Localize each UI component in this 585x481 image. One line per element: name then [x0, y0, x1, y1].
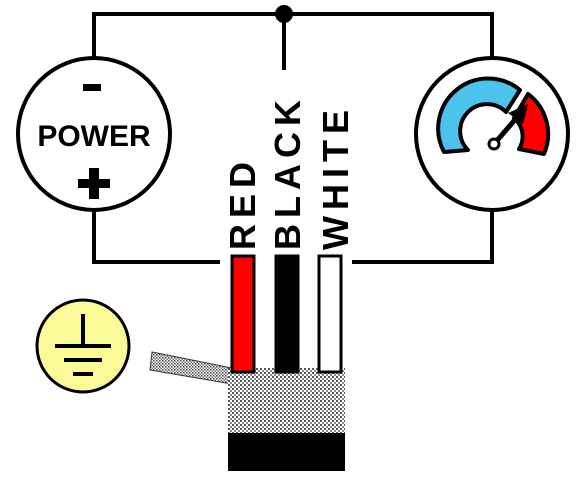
top-loop-wire	[92, 12, 494, 72]
ground-symbol	[35, 298, 131, 394]
gauge	[414, 56, 570, 212]
white-wire	[317, 254, 343, 374]
gauge-blue-arc	[436, 76, 522, 154]
ground-symbol-icon	[55, 314, 111, 376]
cable-jacket	[228, 433, 345, 471]
white-to-gauge-wire	[352, 206, 494, 264]
white-wire-label: WHITE	[315, 104, 356, 250]
gauge-icon	[436, 76, 551, 156]
junction-dot	[275, 5, 293, 23]
power-source-circle	[16, 56, 172, 212]
cable-shield-braid	[228, 368, 345, 433]
red-wire	[230, 254, 256, 374]
black-wire-label: BLACK	[267, 94, 308, 250]
gauge-needle	[492, 112, 522, 146]
plus-sign	[78, 168, 110, 199]
red-wire-label: RED	[222, 156, 263, 250]
black-wire	[274, 254, 300, 374]
cable-shield-drain	[149, 351, 233, 385]
gauge-needle-tip	[508, 104, 528, 124]
power-to-red-wire	[92, 206, 220, 264]
power-source: POWER	[16, 56, 172, 212]
power-label: POWER	[37, 120, 151, 153]
minus-sign	[83, 84, 101, 91]
gauge-needle-hub	[487, 137, 501, 151]
